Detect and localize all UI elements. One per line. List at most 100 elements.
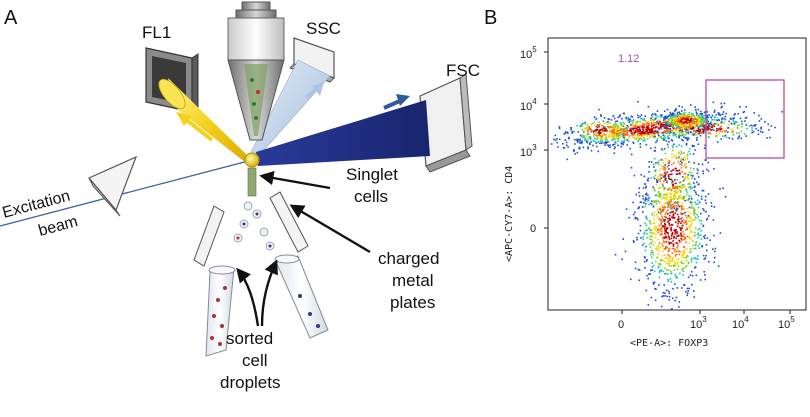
event-dot <box>618 132 621 134</box>
event-dot <box>690 115 693 118</box>
event-dot <box>590 141 592 143</box>
event-dot <box>600 123 602 125</box>
event-dot <box>638 206 641 208</box>
event-dot <box>704 144 706 147</box>
event-dot <box>663 220 666 223</box>
event-dot <box>646 236 649 239</box>
event-dot <box>645 197 647 199</box>
event-dot <box>757 133 760 136</box>
event-dot <box>675 109 677 111</box>
event-dot <box>663 110 666 112</box>
event-dot <box>676 213 679 216</box>
event-dot <box>680 115 683 117</box>
event-dot <box>685 256 687 259</box>
event-dot <box>707 170 710 172</box>
event-dot <box>674 115 676 118</box>
event-dot <box>694 149 696 151</box>
event-dot <box>605 128 607 130</box>
event-dot <box>728 120 730 123</box>
event-dot <box>653 228 655 230</box>
event-dot <box>665 132 667 135</box>
event-dot <box>618 133 621 136</box>
event-dot <box>658 276 661 279</box>
event-dot <box>739 106 741 108</box>
event-dot <box>695 131 697 133</box>
event-dot <box>697 233 699 236</box>
event-dot <box>670 281 673 283</box>
event-dot <box>672 185 674 188</box>
event-dot <box>655 194 657 196</box>
event-dot <box>664 174 666 177</box>
event-dot <box>683 257 685 259</box>
event-dot <box>691 201 693 204</box>
event-dot <box>706 127 709 129</box>
event-dot <box>668 178 671 180</box>
event-dot <box>666 129 668 131</box>
event-dot <box>642 236 644 238</box>
event-dot <box>682 268 684 270</box>
event-dot <box>717 128 719 131</box>
event-dot <box>599 132 601 135</box>
event-dot <box>577 131 579 133</box>
event-dot <box>674 205 676 207</box>
event-dot <box>695 121 697 123</box>
event-dot <box>568 137 570 140</box>
event-dot <box>628 216 631 219</box>
event-dot <box>626 139 628 141</box>
event-dot <box>707 161 709 164</box>
event-dot <box>688 225 690 228</box>
event-dot <box>662 184 664 187</box>
event-dot <box>673 162 675 164</box>
event-dot <box>675 296 678 299</box>
event-dot <box>667 217 669 220</box>
event-dot <box>637 218 639 221</box>
event-dot <box>650 127 653 129</box>
event-dot <box>649 229 652 231</box>
event-dot <box>671 232 674 234</box>
event-dot <box>702 172 705 175</box>
event-dot <box>676 197 678 200</box>
event-dot <box>691 186 694 189</box>
event-dot <box>677 203 679 206</box>
event-dot <box>640 237 642 239</box>
event-dot <box>670 242 673 244</box>
event-dot <box>667 206 669 208</box>
event-dot <box>681 206 683 208</box>
event-dot <box>667 204 670 206</box>
event-dot <box>655 125 657 128</box>
event-dot <box>647 277 649 280</box>
event-dot <box>660 177 663 179</box>
event-dot <box>716 141 719 143</box>
event-dot <box>678 196 681 199</box>
event-dot <box>622 143 625 146</box>
event-dot <box>639 146 642 148</box>
event-dot <box>654 288 656 290</box>
event-dot <box>642 140 644 142</box>
event-dot <box>666 108 669 111</box>
droplet-arrow-right <box>260 259 278 327</box>
event-dot <box>671 308 673 310</box>
event-dot <box>576 124 578 127</box>
event-dot <box>704 195 707 198</box>
event-dot <box>651 214 654 216</box>
event-dot <box>673 114 676 116</box>
event-dot <box>681 117 683 120</box>
event-dot <box>695 244 697 246</box>
event-dot <box>695 241 698 243</box>
event-dot <box>667 212 669 215</box>
event-dot <box>635 137 638 139</box>
event-dot <box>700 121 703 123</box>
event-dot <box>686 292 689 295</box>
event-dot <box>672 130 674 133</box>
event-dot <box>679 194 681 196</box>
event-dot <box>684 196 686 198</box>
event-dot <box>652 206 655 208</box>
event-dot <box>674 228 676 231</box>
event-dot <box>700 223 703 225</box>
event-dot <box>678 136 680 139</box>
event-dot <box>686 129 688 131</box>
singlet-label-2: cells <box>354 187 388 206</box>
event-dot <box>622 121 625 124</box>
event-dot <box>690 120 693 122</box>
event-dot <box>704 278 706 281</box>
